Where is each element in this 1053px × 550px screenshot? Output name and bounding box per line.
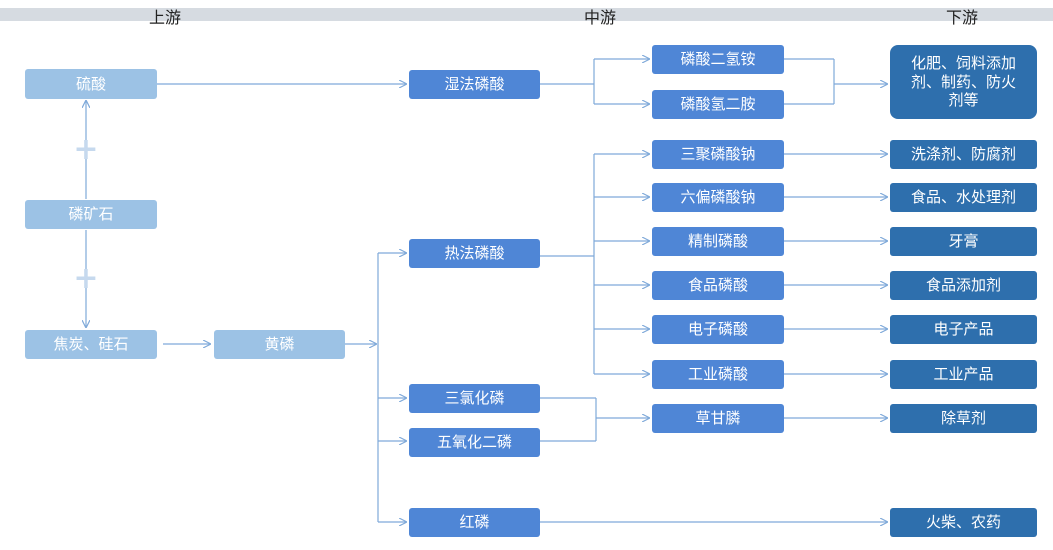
- node-thermal-phosphoric-acid: 热法磷酸: [409, 239, 540, 268]
- node-electronic-acid: 电子磷酸: [652, 315, 784, 344]
- node-phosphate-rock: 磷矿石: [25, 200, 157, 229]
- node-yellow-phosphorus: 黄磷: [214, 330, 345, 359]
- plus-icon: +: [73, 261, 99, 296]
- node-shmp: 六偏磷酸钠: [652, 183, 784, 212]
- stage-header-bar: [0, 8, 1053, 21]
- node-sulfuric-acid: 硫酸: [25, 69, 157, 99]
- stage-label-downstream: 下游: [945, 8, 978, 27]
- node-coke-silica: 焦炭、硅石: [25, 330, 157, 359]
- node-wet-phosphoric-acid: 湿法磷酸: [409, 70, 540, 99]
- node-glyphosate: 草甘膦: [652, 404, 784, 433]
- node-red-phosphorus: 红磷: [409, 508, 540, 537]
- node-toothpaste: 牙膏: [890, 227, 1037, 256]
- node-detergent: 洗涤剂、防腐剂: [890, 140, 1037, 169]
- node-refined-acid: 精制磷酸: [652, 227, 784, 256]
- node-electronics: 电子产品: [890, 315, 1037, 344]
- node-food-additive: 食品添加剂: [890, 271, 1037, 300]
- stage-label-upstream: 上游: [148, 8, 181, 27]
- stage-label-midstream: 中游: [583, 8, 616, 27]
- plus-icon: +: [73, 132, 99, 167]
- node-map: 磷酸二氢铵: [652, 45, 784, 74]
- node-herbicide: 除草剂: [890, 404, 1037, 433]
- node-dap: 磷酸氢二胺: [652, 90, 784, 119]
- node-industrial-products: 工业产品: [890, 360, 1037, 389]
- node-food-acid: 食品磷酸: [652, 271, 784, 300]
- node-phosphorus-pentoxide: 五氧化二磷: [409, 428, 540, 457]
- node-matches-pesticide: 火柴、农药: [890, 508, 1037, 537]
- node-fertilizer-uses: 化肥、饲料添加剂、制药、防火剂等: [890, 45, 1037, 119]
- node-stpp: 三聚磷酸钠: [652, 140, 784, 169]
- node-food-water: 食品、水处理剂: [890, 183, 1037, 212]
- node-industrial-acid: 工业磷酸: [652, 360, 784, 389]
- node-phosphorus-trichloride: 三氯化磷: [409, 384, 540, 413]
